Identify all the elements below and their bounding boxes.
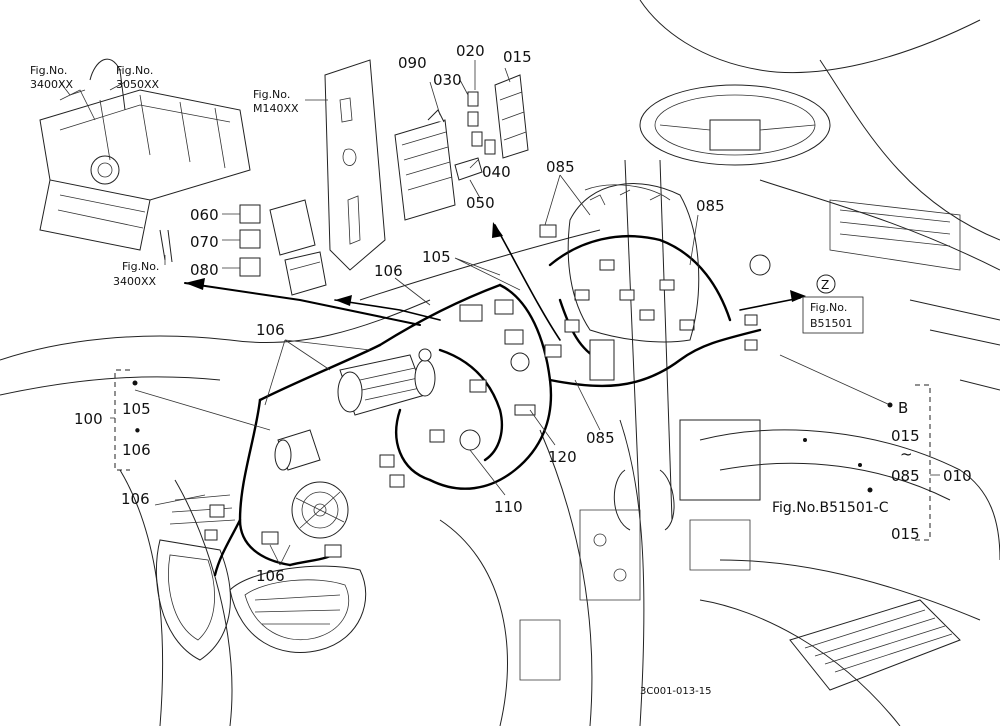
callout-dot-group: •: [133, 422, 142, 440]
relays-060-070-080: [239, 199, 327, 296]
fig-ref-3-label: Fig.No.: [253, 88, 290, 101]
callout-085-a: 085: [546, 158, 575, 176]
callout-106-d: 106: [256, 567, 285, 585]
connectors-misc: [204, 224, 771, 558]
fig-ref-3-number: M140XX: [253, 102, 299, 115]
fig-ref-1-number: 3400XX: [30, 78, 74, 91]
callout-100: 100: [74, 410, 103, 428]
callout-105-top: 105: [422, 248, 451, 266]
figure-references: Fig.No. 3400XX Fig.No. 3050XX Fig.No. M1…: [30, 64, 889, 516]
callout-085-group: 085: [891, 467, 920, 485]
solenoid: [274, 429, 321, 471]
callout-085-c: 085: [586, 429, 615, 447]
fig-ref-2-label: Fig.No.: [116, 64, 153, 77]
fig-ref-4-number: 3400XX: [113, 275, 157, 288]
callout-090: 090: [398, 54, 427, 72]
callout-040: 040: [482, 163, 511, 181]
drawing-code: 3C001-013-15: [640, 686, 711, 697]
zone-marker-circle: [816, 274, 836, 294]
callout-106-group: 106: [122, 441, 151, 459]
bracket-panel-m140: [324, 59, 386, 271]
direction-arrows: [184, 222, 806, 341]
callout-tilde: ~: [900, 445, 913, 463]
callout-105-group: 105: [122, 400, 151, 418]
callout-106-c: 106: [121, 490, 150, 508]
callout-080: 080: [190, 261, 219, 279]
callout-labels: 090 020 015 030 040 050 060 070 080 085 …: [74, 42, 972, 585]
callout-015-bottom: 015: [891, 525, 920, 543]
callout-015-top: 015: [503, 48, 532, 66]
callout-015-group: 015: [891, 427, 920, 445]
callout-050: 050: [466, 194, 495, 212]
callout-060: 060: [190, 206, 219, 224]
starter-motor: [337, 354, 436, 416]
callout-110: 110: [494, 498, 523, 516]
fig-ref-5-label: Fig.No.: [810, 301, 847, 314]
fig-ref-2-number: 3050XX: [116, 78, 160, 91]
callout-030: 030: [433, 71, 462, 89]
callout-010: 010: [943, 467, 972, 485]
callout-zone-z: Z: [821, 278, 829, 292]
callout-106-b: 106: [256, 321, 285, 339]
group-brackets: [110, 369, 940, 541]
fuses-020-030-040: [454, 91, 496, 181]
fig-ref-1-label: Fig.No.: [30, 64, 67, 77]
callout-group-b: B: [898, 399, 908, 417]
alternator: [291, 481, 349, 539]
fig-ref-box: [802, 296, 864, 334]
callout-106-a: 106: [374, 262, 403, 280]
engine-block: [39, 58, 251, 263]
callout-020: 020: [456, 42, 485, 60]
fig-ref-5-number: B51501: [810, 317, 853, 330]
callout-070: 070: [190, 233, 219, 251]
fig-ref-4-label: Fig.No.: [122, 260, 159, 273]
dashboard-panel: [567, 183, 700, 343]
fig-ref-6: Fig.No.B51501-C: [772, 500, 889, 516]
control-unit-090: [394, 109, 456, 221]
leader-lines: [59, 60, 891, 566]
fuse-box-015: [494, 74, 529, 159]
callout-085-b: 085: [696, 197, 725, 215]
callout-120: 120: [548, 448, 577, 466]
